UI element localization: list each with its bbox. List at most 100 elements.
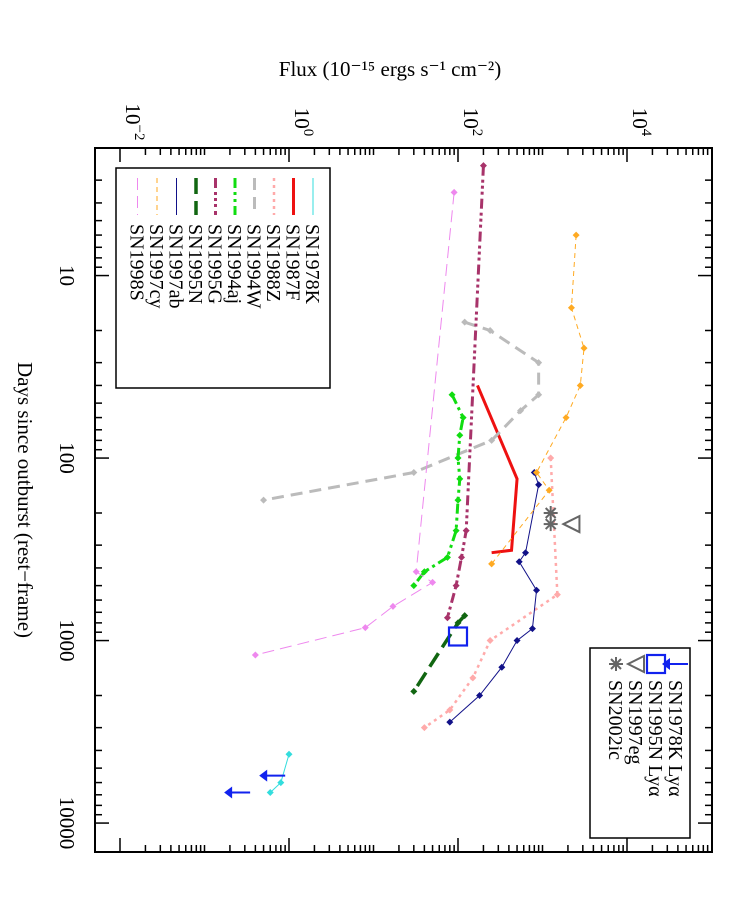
data-point: [461, 612, 469, 620]
series-line: [476, 384, 519, 555]
data-point: [412, 568, 420, 576]
data-point: [462, 527, 470, 535]
series-sn1994aj: [410, 391, 467, 590]
y-tick-label: 100: [290, 108, 316, 137]
x-tick-label: 10000: [55, 797, 79, 850]
data-point: [361, 624, 369, 632]
y-axis-title: Flux (10⁻¹⁵ ergs s⁻¹ cm⁻²): [279, 57, 501, 81]
data-point: [535, 359, 543, 367]
series-sn1988z: [420, 454, 561, 732]
data-point: [410, 469, 418, 477]
point-triangle: [561, 514, 581, 534]
data-point: [448, 391, 456, 399]
data-point: [515, 558, 523, 566]
point-arrow: [224, 786, 251, 799]
legend-label: SN1988Z: [262, 224, 284, 302]
data-point: [572, 231, 580, 239]
data-point: [446, 706, 454, 714]
legend-label: SN1997eg: [624, 680, 646, 764]
data-point: [498, 663, 506, 671]
data-point: [486, 637, 494, 645]
data-point: [454, 454, 462, 462]
data-point: [488, 560, 496, 568]
data-point: [533, 469, 541, 477]
series-line: [449, 472, 540, 723]
data-point: [389, 602, 397, 610]
legend-label: SN1995N: [184, 224, 206, 304]
legend-label: SN1978K Lyα: [664, 680, 686, 797]
data-point: [567, 304, 575, 312]
data-point: [517, 407, 525, 415]
series-line: [412, 394, 465, 587]
data-point: [277, 779, 285, 787]
data-point: [410, 582, 418, 590]
data-point: [456, 431, 464, 439]
series-sn1998s: [251, 188, 458, 659]
series-sn1995g: [443, 162, 487, 622]
x-axis-title: Days since outburst (rest−frame): [13, 362, 37, 638]
data-point: [457, 553, 465, 561]
legend-label: SN1997cy: [145, 224, 167, 308]
data-point: [443, 553, 451, 561]
series-line: [255, 192, 455, 656]
legend-label: SN1995N Lyα: [644, 680, 666, 797]
series-sn1997ab: [446, 469, 543, 726]
series-sn1987f: [476, 384, 519, 555]
series-line: [445, 165, 485, 619]
data-point: [429, 578, 437, 586]
data-point: [251, 651, 259, 659]
legend-label: SN1997ab: [165, 224, 187, 308]
data-point: [476, 692, 484, 699]
data-point: [452, 582, 460, 590]
data-point: [452, 527, 460, 535]
data-point: [266, 788, 274, 796]
data-point: [545, 486, 553, 494]
data-point: [553, 591, 561, 599]
data-point: [420, 724, 428, 732]
data-point: [459, 414, 467, 422]
y-tick-label: 104: [628, 108, 654, 137]
data-point: [576, 381, 584, 389]
series-group: [251, 162, 588, 796]
data-point: [528, 625, 536, 633]
series-line: [269, 754, 290, 793]
data-point: [461, 318, 469, 326]
data-point: [410, 687, 418, 695]
point-asterisk: [543, 517, 558, 532]
legend-label: SN1995G: [204, 224, 226, 304]
data-point: [562, 414, 570, 422]
data-point: [486, 327, 494, 334]
legend-symbol: [609, 657, 623, 671]
legend-points-box: [589, 647, 691, 839]
y-tick-label: 10−2: [121, 104, 147, 141]
data-point: [454, 496, 462, 504]
series-sn1997cy: [488, 231, 588, 568]
data-point: [469, 674, 477, 682]
axis-ticks: [95, 147, 712, 852]
data-point: [547, 454, 555, 462]
legend-label: SN1998S: [126, 224, 148, 301]
legend-label: SN1994W: [243, 224, 265, 309]
legend-lines: SN1978KSN1987FSN1988ZSN1994WSN1994ajSN19…: [115, 167, 331, 389]
series-sn1978k: [266, 750, 293, 796]
data-point: [535, 481, 543, 489]
data-point: [285, 750, 293, 758]
data-point: [535, 391, 543, 399]
data-point: [456, 475, 464, 483]
y-tick-label: 102: [459, 108, 485, 137]
legend-symbol: [625, 654, 645, 674]
data-point: [513, 637, 521, 645]
point-arrow: [259, 769, 286, 782]
x-tick-label: 1000: [55, 620, 79, 662]
x-tick-label: 10: [55, 265, 79, 286]
points-group: [224, 506, 581, 799]
data-point: [580, 344, 588, 352]
data-point: [533, 586, 541, 594]
point-square: [447, 626, 469, 647]
legend-symbol: [645, 653, 667, 675]
series-sn1995n: [410, 612, 469, 695]
legend-label: SN1987F: [282, 224, 304, 301]
data-point: [260, 496, 268, 504]
data-point: [522, 549, 530, 557]
